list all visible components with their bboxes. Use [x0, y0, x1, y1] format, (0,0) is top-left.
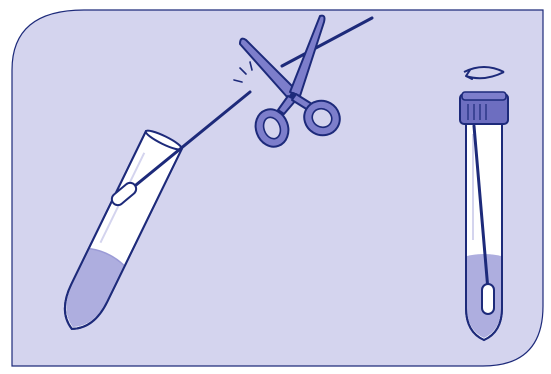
scissors-ring-left-hole	[262, 116, 282, 140]
capped-tube-cap-ridges	[467, 104, 487, 120]
left-swab-tip	[110, 181, 138, 207]
background-panel	[11, 9, 544, 367]
open-tube-liquid	[66, 248, 124, 328]
capped-tube-outline	[465, 121, 503, 342]
capped-tube-swab-stick	[472, 124, 490, 292]
cut-stick-end	[280, 16, 374, 68]
capped-tube	[459, 66, 509, 342]
scissors-pivot	[290, 92, 296, 98]
left-swab-stick	[118, 90, 252, 200]
scissors-ring-right-hole	[311, 107, 333, 129]
left-swab	[110, 90, 252, 207]
open-tube	[63, 129, 184, 330]
scissors-icon	[239, 14, 341, 148]
rotate-arrow-icon	[463, 66, 505, 80]
capped-tube-swab-tip	[481, 283, 495, 315]
open-tube-outline	[63, 130, 184, 330]
scissors-blade-left	[239, 37, 297, 99]
cut-spark-icon	[233, 61, 253, 83]
scissors-blade-right	[289, 14, 326, 97]
capped-tube-cap-top	[461, 91, 507, 101]
open-tube-liquid-surface	[89, 247, 125, 266]
